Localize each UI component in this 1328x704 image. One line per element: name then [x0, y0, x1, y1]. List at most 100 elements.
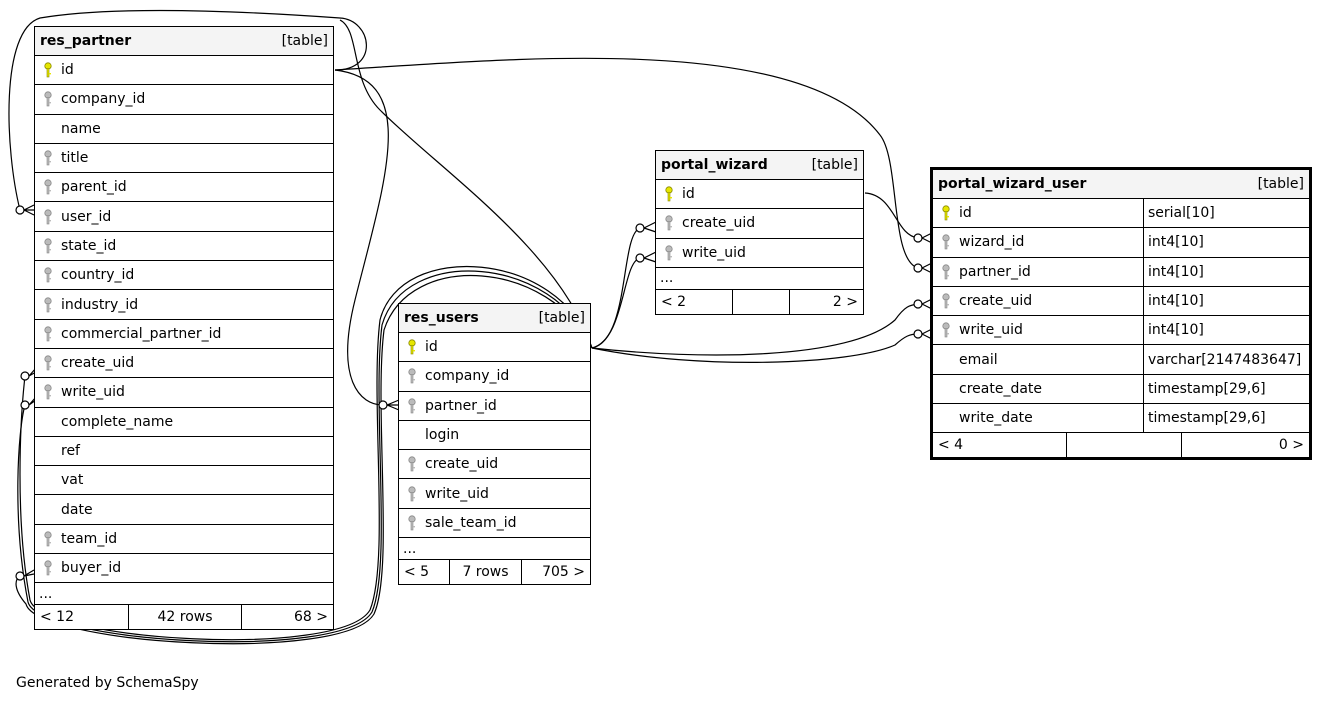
column-type: int4[10] — [1143, 228, 1309, 257]
column-row[interactable]: title — [35, 144, 333, 174]
foreign-key-icon — [399, 398, 425, 414]
column-type: int4[10] — [1143, 316, 1309, 345]
crowfoot-pwu-partner — [913, 263, 923, 273]
footer-parents[interactable]: < 4 — [933, 433, 1067, 458]
column-row[interactable]: company_id — [35, 85, 333, 115]
footer-parents[interactable]: < 12 — [35, 605, 129, 630]
footer-children[interactable]: 2 > — [832, 293, 858, 310]
column-row[interactable]: id — [35, 56, 333, 86]
column-row[interactable]: sale_team_id — [399, 509, 590, 539]
column-type: timestamp[29,6] — [1143, 404, 1309, 433]
column-row[interactable]: name — [35, 115, 333, 144]
column-row[interactable]: create_uid — [399, 450, 590, 480]
table-header: portal_wizard_user [table] — [933, 170, 1309, 199]
footer-children[interactable]: 0 > — [1278, 437, 1304, 454]
foreign-key-icon — [35, 238, 61, 254]
column-name: wizard_id — [959, 234, 1025, 251]
column-name: email — [959, 351, 998, 368]
column-name: country_id — [61, 267, 135, 284]
column-row[interactable]: partner_id — [399, 392, 590, 421]
column-row[interactable]: ref — [35, 437, 333, 467]
column-row[interactable]: commercial_partner_id — [35, 320, 333, 349]
crowfoot-pwu-wizard — [913, 233, 923, 243]
column-row[interactable]: create_uid — [35, 349, 333, 379]
foreign-key-icon — [35, 355, 61, 371]
column-name: company_id — [61, 91, 146, 108]
column-name: state_id — [61, 237, 117, 254]
column-row[interactable]: partner_id int4[10] — [933, 257, 1309, 287]
link-partner-users-partner — [334, 69, 389, 406]
column-row[interactable]: id — [656, 180, 863, 210]
footer-rows: 42 rows — [129, 605, 242, 630]
table-footer: < 5 7 rows 705 > — [399, 560, 590, 585]
column-row[interactable]: country_id — [35, 261, 333, 291]
table-footer: < 4 0 > — [933, 433, 1309, 458]
column-row[interactable]: industry_id — [35, 290, 333, 320]
column-name: parent_id — [61, 179, 127, 196]
column-name: create_date — [959, 380, 1043, 397]
foreign-key-icon — [35, 209, 61, 225]
column-row[interactable]: complete_name — [35, 408, 333, 437]
table-kind: [table] — [538, 310, 585, 326]
foreign-key-icon — [35, 296, 61, 313]
column-row[interactable]: state_id — [35, 232, 333, 262]
table-footer: < 12 42 rows 68 > — [35, 605, 333, 630]
table-name: portal_wizard — [661, 157, 768, 173]
foreign-key-icon — [35, 384, 61, 400]
crowfoot-partner-buyer — [15, 571, 25, 581]
column-row[interactable]: email varchar[2147483647] — [933, 345, 1309, 375]
column-name: date — [61, 501, 93, 518]
column-row[interactable]: write_uid — [35, 378, 333, 408]
column-row[interactable]: write_uid — [399, 479, 590, 509]
column-row[interactable]: login — [399, 421, 590, 451]
table-kind: [table] — [811, 157, 858, 173]
column-row[interactable]: parent_id — [35, 173, 333, 203]
footer-parents[interactable]: < 5 — [399, 560, 450, 585]
column-row[interactable]: user_id — [35, 202, 333, 232]
crowfoot-partner-write — [20, 400, 30, 410]
column-row[interactable]: company_id — [399, 362, 590, 392]
column-row[interactable]: date — [35, 495, 333, 525]
footer-children[interactable]: 705 > — [542, 564, 585, 581]
crowfoot-partner-user — [15, 205, 25, 215]
link-users-wizard-create — [591, 227, 641, 349]
footer-children[interactable]: 68 > — [294, 609, 328, 626]
column-type: int4[10] — [1143, 257, 1309, 286]
column-name: id — [61, 62, 74, 79]
column-name: partner_id — [425, 397, 497, 414]
column-row[interactable]: write_uid — [656, 239, 863, 268]
column-row[interactable]: id — [399, 333, 590, 363]
column-name: complete_name — [61, 413, 174, 430]
column-type: varchar[2147483647] — [1143, 345, 1309, 374]
footer-rows — [1067, 433, 1182, 458]
column-row[interactable]: wizard_id int4[10] — [933, 228, 1309, 258]
column-name: create_uid — [61, 355, 135, 372]
foreign-key-icon — [399, 515, 425, 531]
foreign-key-icon — [399, 486, 425, 502]
column-name: partner_id — [959, 263, 1031, 280]
column-name: commercial_partner_id — [61, 325, 222, 342]
table-header: res_partner [table] — [35, 27, 333, 56]
foreign-key-icon — [656, 245, 682, 261]
column-row[interactable]: team_id — [35, 525, 333, 555]
table-kind: [table] — [1257, 176, 1304, 192]
column-row[interactable]: buyer_id — [35, 554, 333, 584]
column-row[interactable]: vat — [35, 466, 333, 496]
column-row[interactable]: create_uid — [656, 209, 863, 239]
footer-parents[interactable]: < 2 — [656, 289, 733, 314]
column-name: title — [61, 150, 89, 167]
foreign-key-icon — [35, 560, 61, 576]
foreign-key-icon — [933, 322, 959, 338]
foreign-key-icon — [399, 456, 425, 472]
crowfoot-wizard-create — [635, 223, 645, 233]
column-name: id — [682, 186, 695, 203]
